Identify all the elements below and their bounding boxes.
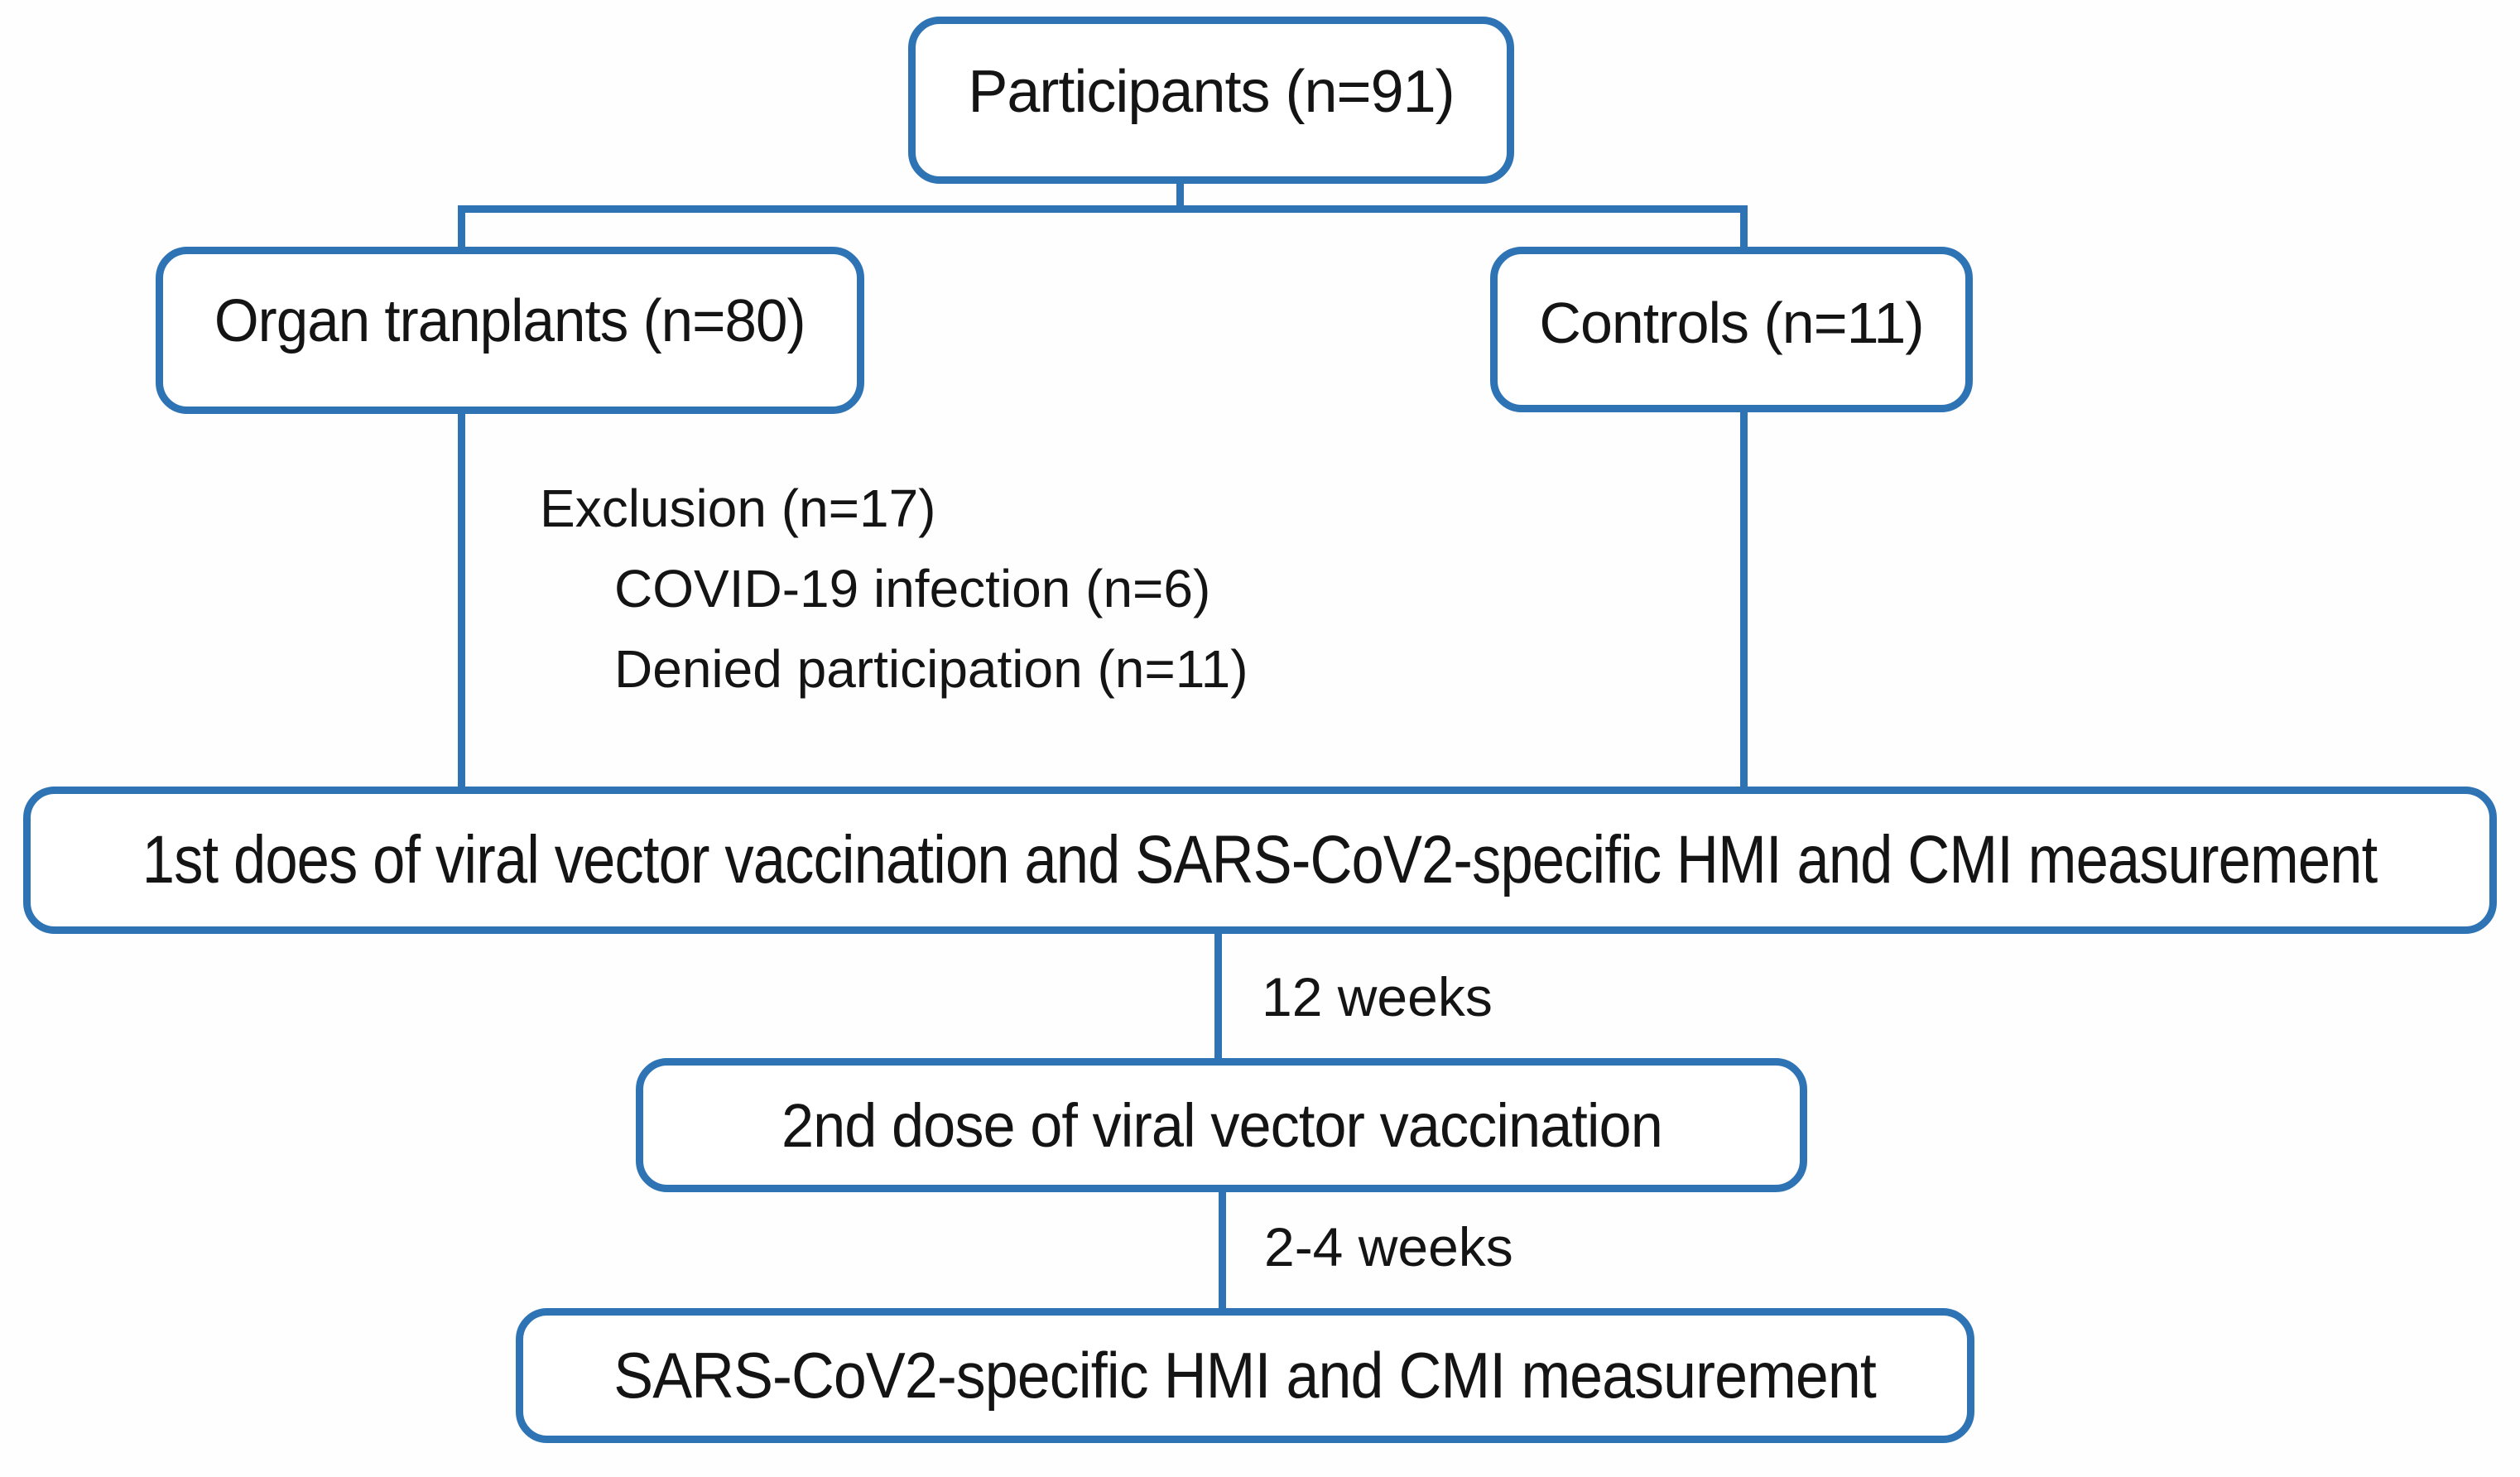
first-dose-to-second-dose-line <box>1214 929 1222 1061</box>
exclusion-denied-line: Denied participation (n=11) <box>614 639 1248 699</box>
organ-transplants-box: Organ tranplants (n=80) <box>156 247 864 414</box>
final-measurement-label: SARS-CoV2-specific HMI and CMI measureme… <box>613 1339 1878 1412</box>
second-dose-box: 2nd dose of viral vector vaccination <box>636 1058 1807 1192</box>
first-dose-box: 1st does of viral vector vaccination and… <box>23 787 2497 934</box>
final-measurement-box: SARS-CoV2-specific HMI and CMI measureme… <box>516 1308 1974 1443</box>
controls-label: Controls (n=11) <box>1539 291 1924 355</box>
organ-transplants-label: Organ tranplants (n=80) <box>214 288 806 354</box>
participants-stem-line <box>1176 182 1184 213</box>
second-dose-to-final-line <box>1219 1189 1226 1313</box>
branch-horizontal-line <box>458 205 1748 213</box>
participants-box: Participants (n=91) <box>908 17 1514 184</box>
controls-box: Controls (n=11) <box>1490 247 1973 412</box>
first-dose-label: 1st does of viral vector vaccination and… <box>142 822 2378 897</box>
right-branch-upper-line <box>1740 205 1748 257</box>
exclusion-title: Exclusion (n=17) <box>540 479 936 538</box>
exclusion-covid-line: COVID-19 infection (n=6) <box>614 559 1211 618</box>
interval-2-4-weeks-label: 2-4 weeks <box>1264 1216 1513 1277</box>
second-dose-label: 2nd dose of viral vector vaccination <box>781 1090 1663 1160</box>
participants-label: Participants (n=91) <box>968 59 1455 125</box>
left-branch-upper-line <box>458 205 465 257</box>
organ-to-first-dose-line <box>458 411 465 790</box>
interval-12-weeks-label: 12 weeks <box>1262 966 1493 1027</box>
exclusion-text-block: Exclusion (n=17) COVID-19 infection (n=6… <box>540 469 1248 710</box>
controls-to-first-dose-line <box>1740 409 1748 790</box>
